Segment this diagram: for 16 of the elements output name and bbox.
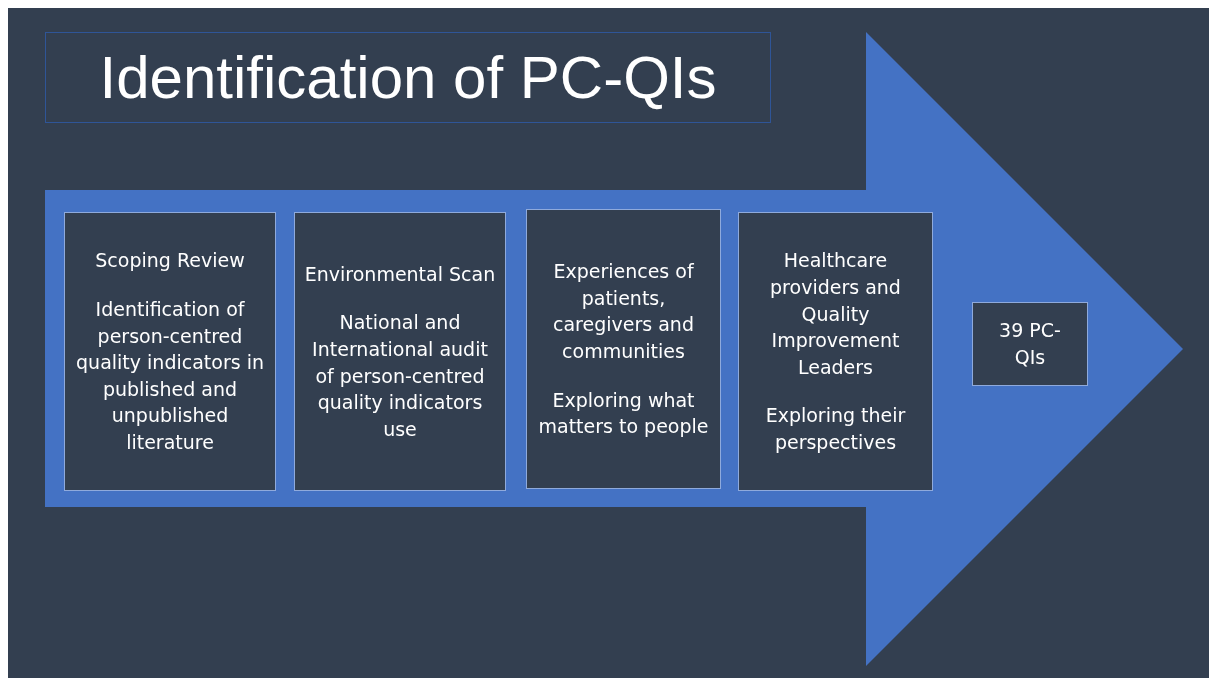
- step-description: National and International audit of person-centred quality indicators use: [311, 310, 489, 442]
- title: Identification of PC-QIs: [99, 43, 717, 112]
- title-box: [45, 32, 771, 123]
- step-description: Exploring what matters to people: [537, 387, 710, 440]
- step-description: Identification of person-centred quality indicators in published and unpublished literature: [75, 297, 265, 455]
- step-heading: 39 PC-QIs: [998, 318, 1062, 370]
- step-box: [294, 212, 506, 491]
- step-heading: Scoping Review: [95, 248, 245, 274]
- step-box: [64, 212, 276, 491]
- step-box: [526, 209, 721, 489]
- result-box: [972, 302, 1088, 386]
- step-heading: Environmental Scan: [304, 261, 496, 287]
- step-box: [738, 212, 933, 491]
- step-description: Exploring their perspectives: [764, 403, 907, 455]
- step-heading: Healthcare providers and Quality Improvement Leaders: [769, 248, 902, 380]
- step-heading: Experiences of patients, caregivers and communities: [552, 259, 695, 364]
